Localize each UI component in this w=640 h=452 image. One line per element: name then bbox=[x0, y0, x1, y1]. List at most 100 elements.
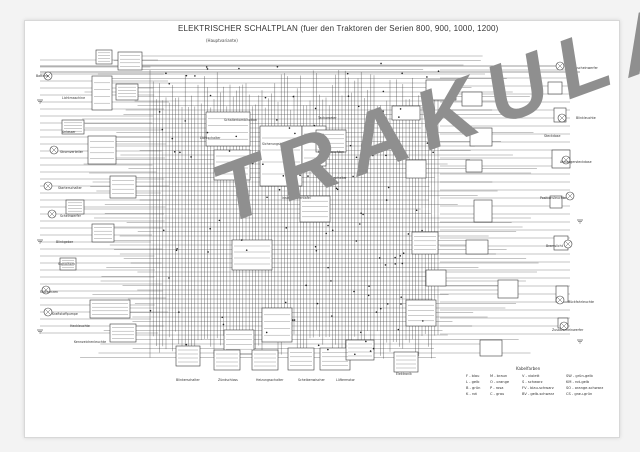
junction-dot bbox=[382, 90, 385, 93]
component-label: Elektronik bbox=[396, 372, 412, 376]
junction-dot bbox=[264, 96, 267, 99]
junction-dot bbox=[149, 309, 152, 312]
junction-dot bbox=[287, 171, 289, 174]
junction-dot bbox=[158, 111, 161, 113]
junction-dot bbox=[401, 262, 404, 265]
junction-dot bbox=[278, 188, 281, 191]
junction-dot bbox=[314, 245, 317, 248]
junction-dot bbox=[185, 74, 188, 77]
junction-dot bbox=[358, 223, 361, 225]
junction-dot bbox=[398, 116, 400, 118]
component-box bbox=[315, 129, 347, 153]
component-label: Scheinwerfer bbox=[60, 214, 81, 218]
junction-dot bbox=[276, 119, 278, 121]
component-label: Glühkerzen bbox=[40, 290, 59, 294]
junction-dot bbox=[432, 151, 434, 154]
junction-dot bbox=[354, 353, 356, 356]
junction-dot bbox=[426, 76, 428, 78]
component-label: Arbeitsscheinwerfer bbox=[566, 66, 598, 70]
component-box bbox=[91, 75, 113, 111]
junction-dot bbox=[394, 256, 396, 259]
junction-dot bbox=[305, 284, 307, 287]
legend-item: F - blau bbox=[466, 374, 480, 378]
junction-dot bbox=[284, 301, 287, 304]
junction-dot bbox=[426, 142, 429, 144]
component-label: Lichtmaschine bbox=[62, 96, 86, 100]
junction-dot bbox=[367, 294, 370, 297]
junction-dot bbox=[401, 72, 403, 75]
junction-dot bbox=[355, 156, 358, 159]
junction-dot bbox=[293, 319, 296, 321]
component-box bbox=[115, 83, 139, 101]
component-box bbox=[213, 149, 251, 181]
legend-item: SO - orange-schwarz bbox=[566, 386, 604, 390]
junction-dot bbox=[194, 75, 196, 77]
junction-dot bbox=[176, 248, 178, 250]
component-label: Schalterkombination bbox=[224, 118, 257, 122]
junction-dot bbox=[429, 146, 432, 148]
junction-dot bbox=[218, 219, 221, 222]
component-box bbox=[345, 339, 375, 361]
component-box bbox=[319, 347, 351, 371]
component-label: Signalhorn bbox=[58, 262, 76, 266]
junction-dot bbox=[400, 303, 402, 305]
junction-dot bbox=[238, 67, 240, 70]
legend-item: BV - gelb-schwarz bbox=[522, 392, 555, 396]
junction-dot bbox=[291, 319, 294, 321]
component-label: Blinkerschalter bbox=[176, 378, 200, 382]
junction-dot bbox=[222, 323, 225, 326]
junction-dot bbox=[313, 124, 316, 127]
junction-dot bbox=[368, 285, 370, 287]
component-box bbox=[425, 269, 447, 287]
lamp-cross bbox=[49, 211, 55, 217]
junction-dot bbox=[282, 175, 285, 177]
lamp-cross bbox=[559, 115, 565, 121]
junction-dot bbox=[346, 72, 349, 75]
component-box bbox=[465, 159, 483, 173]
junction-dot bbox=[265, 331, 268, 334]
component-label: Bremslicht bbox=[546, 244, 563, 248]
junction-dot bbox=[221, 316, 224, 319]
junction-dot bbox=[437, 70, 440, 73]
legend-item: B - grün bbox=[466, 386, 481, 390]
junction-dot bbox=[209, 94, 212, 97]
junction-dot bbox=[262, 163, 264, 165]
junction-dot bbox=[314, 107, 317, 110]
lamp-cross bbox=[563, 157, 569, 163]
component-box bbox=[95, 49, 113, 65]
junction-dot bbox=[402, 252, 405, 255]
junction-dot bbox=[331, 229, 334, 232]
component-box bbox=[251, 349, 279, 371]
component-label: Tachometer bbox=[318, 116, 337, 120]
diagram-subtitle: (Hauptvariante) bbox=[206, 38, 238, 43]
junction-dot bbox=[206, 131, 209, 134]
junction-dot bbox=[206, 68, 209, 70]
component-box bbox=[547, 81, 563, 95]
junction-dot bbox=[317, 344, 320, 347]
junction-dot bbox=[240, 239, 243, 241]
junction-dot bbox=[162, 229, 165, 232]
component-box bbox=[89, 299, 131, 319]
component-box bbox=[549, 195, 563, 209]
junction-dot bbox=[285, 227, 288, 229]
junction-dot bbox=[336, 188, 339, 191]
component-box bbox=[473, 199, 493, 223]
junction-dot bbox=[266, 196, 268, 199]
lamp-cross bbox=[45, 309, 51, 315]
junction-dot bbox=[360, 212, 362, 215]
junction-dot bbox=[386, 303, 389, 305]
component-label: Kraftstoffpumpe bbox=[52, 312, 78, 316]
component-label: Starterschalter bbox=[58, 186, 82, 190]
component-label: Relais bbox=[228, 166, 238, 170]
component-label: Kennzeichenleuchte bbox=[74, 340, 107, 344]
component-label: Blinkleuchte bbox=[576, 116, 596, 120]
junction-dot bbox=[365, 340, 367, 343]
junction-dot bbox=[276, 65, 279, 68]
junction-dot bbox=[385, 199, 388, 201]
junction-dot bbox=[325, 232, 328, 235]
junction-dot bbox=[415, 209, 418, 212]
junction-dot bbox=[335, 187, 338, 190]
legend-item: SW - grün-gelb bbox=[566, 374, 593, 378]
junction-dot bbox=[168, 82, 171, 85]
component-box bbox=[393, 351, 419, 373]
